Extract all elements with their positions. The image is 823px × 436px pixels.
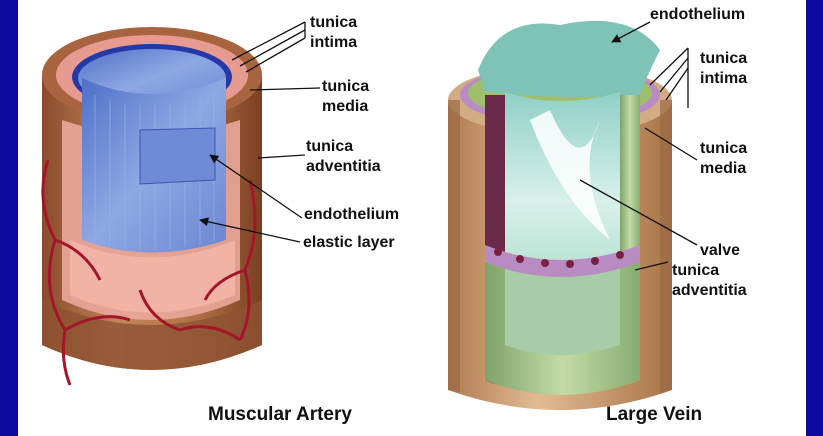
- artery-label-tunica-intima-line1: tunica: [310, 14, 357, 32]
- vein-label-endothelium: endothelium: [650, 6, 745, 24]
- vein-drawing: [448, 21, 672, 410]
- artery-label-tunica-media-line2: media: [322, 98, 368, 116]
- artery-label-tunica-adventitia-line1: tunica: [306, 138, 353, 156]
- artery-label-tunica-adventitia-line2: adventitia: [306, 158, 381, 176]
- vein-label-tunica-adventitia-line2: adventitia: [672, 282, 747, 300]
- vein-title: Large Vein: [606, 404, 702, 426]
- vein-label-tunica-media-line1: tunica: [700, 140, 747, 158]
- artery-label-elastic-layer: elastic layer: [303, 234, 395, 252]
- vein-label-valve: valve: [700, 242, 740, 260]
- vein-label-tunica-adventitia-line1: tunica: [672, 262, 719, 280]
- vein-label-tunica-intima-line2: intima: [700, 70, 747, 88]
- vein-label-tunica-media-line2: media: [700, 160, 746, 178]
- artery-drawing: [42, 27, 262, 385]
- artery-label-endothelium: endothelium: [304, 206, 399, 224]
- artery-label-tunica-media-line1: tunica: [322, 78, 369, 96]
- artery-title: Muscular Artery: [208, 404, 352, 426]
- vein-label-tunica-intima-line1: tunica: [700, 50, 747, 68]
- artery-label-tunica-intima-line2: intima: [310, 34, 357, 52]
- vein-endothelium: [478, 21, 660, 97]
